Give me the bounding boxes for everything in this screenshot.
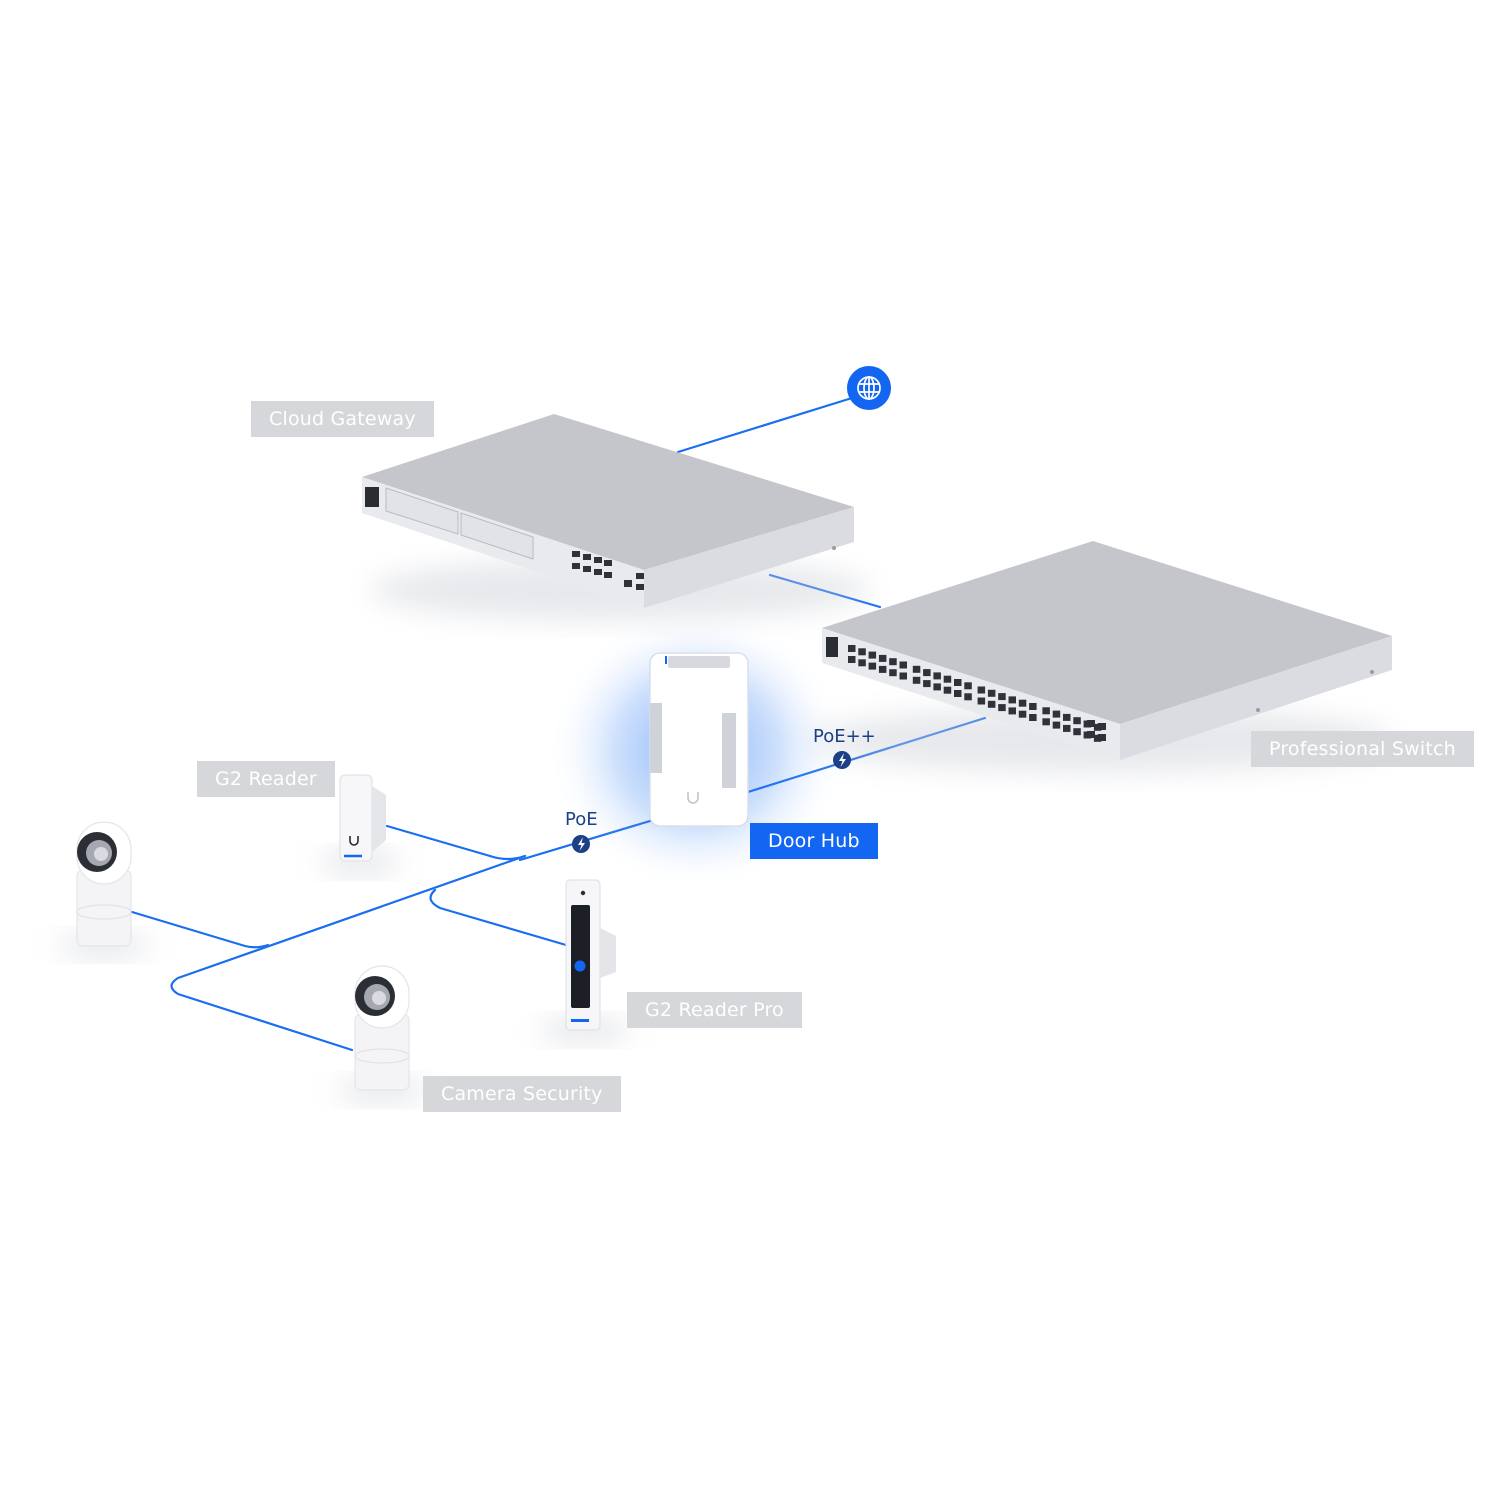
switch-port xyxy=(923,669,931,677)
switch-port xyxy=(1063,724,1071,732)
cloud-gateway-device xyxy=(362,414,870,620)
cloud-gateway-label: Cloud Gateway xyxy=(251,401,434,437)
switch-port xyxy=(912,665,921,673)
switch-port xyxy=(848,645,856,652)
switch-port xyxy=(954,679,962,686)
switch-port xyxy=(1073,717,1081,725)
g2-reader-label: G2 Reader xyxy=(197,761,335,797)
switch-port xyxy=(848,656,856,663)
switch-port xyxy=(889,669,897,677)
globe-icon xyxy=(857,376,881,400)
switch-port xyxy=(943,686,952,694)
switch-port xyxy=(868,651,877,659)
switch-port xyxy=(943,675,952,683)
camera-security-label: Camera Security xyxy=(423,1076,621,1112)
switch-port xyxy=(899,661,907,669)
poe-label: PoE xyxy=(565,809,598,830)
lightning-icon xyxy=(839,753,846,767)
switch-port xyxy=(868,662,877,670)
switch-sfp-port xyxy=(1098,723,1106,730)
camera-device-2 xyxy=(337,965,427,1102)
switch-port xyxy=(878,654,887,662)
switch-port xyxy=(954,690,962,697)
switch-port xyxy=(912,676,921,684)
switch-port xyxy=(1093,723,1102,731)
switch-port xyxy=(923,680,931,688)
switch-port xyxy=(858,659,866,667)
switch-port xyxy=(1029,714,1037,721)
g2-reader-pro-label: G2 Reader Pro xyxy=(627,992,802,1028)
g2-reader-device xyxy=(320,774,400,874)
switch-port xyxy=(964,682,972,690)
switch-port xyxy=(1008,696,1016,704)
switch-port xyxy=(1018,710,1027,718)
link-g2-reader xyxy=(385,824,527,861)
lightning-icon xyxy=(578,837,585,851)
professional-switch-label: Professional Switch xyxy=(1251,731,1474,767)
switch-port xyxy=(933,672,941,680)
link-trunk-main xyxy=(170,854,527,1052)
link-g2-reader-pro xyxy=(429,888,568,947)
switch-port xyxy=(858,648,866,656)
switch-port xyxy=(1063,713,1071,721)
switch-port xyxy=(1073,728,1081,736)
internet-node xyxy=(847,366,891,410)
switch-port xyxy=(878,665,887,673)
switch-sfp-port xyxy=(1087,731,1095,738)
switch-port xyxy=(1029,703,1037,710)
switch-port xyxy=(899,672,907,680)
switch-port xyxy=(1052,710,1061,718)
switch-port xyxy=(1052,721,1061,729)
g2-reader-pro-device xyxy=(540,879,630,1042)
switch-sfp-port xyxy=(1098,734,1106,741)
switch-port xyxy=(987,689,996,697)
poe-plus-plus-label: PoE++ xyxy=(813,726,876,747)
switch-port xyxy=(964,693,972,701)
switch-port xyxy=(977,697,986,705)
switch-port xyxy=(987,700,996,708)
door-hub-label: Door Hub xyxy=(750,823,878,859)
switch-port xyxy=(1093,734,1102,742)
switch-port xyxy=(998,704,1006,712)
switch-sfp-port xyxy=(1087,720,1095,727)
switch-port xyxy=(889,658,897,666)
poe-plus-plus-badge xyxy=(833,751,851,769)
switch-port xyxy=(1042,718,1050,726)
poe-badge xyxy=(572,835,590,853)
switch-port xyxy=(1042,707,1050,715)
link-camera-1 xyxy=(130,910,270,949)
switch-port xyxy=(977,686,986,694)
switch-ports xyxy=(848,645,1106,742)
door-hub-device xyxy=(547,610,847,890)
switch-port xyxy=(1008,707,1016,715)
switch-port xyxy=(998,693,1006,701)
professional-switch-device xyxy=(810,541,1392,772)
link-gateway-internet xyxy=(676,396,854,454)
switch-port xyxy=(933,683,941,691)
switch-port xyxy=(1018,699,1027,707)
camera-device-1 xyxy=(59,821,149,957)
